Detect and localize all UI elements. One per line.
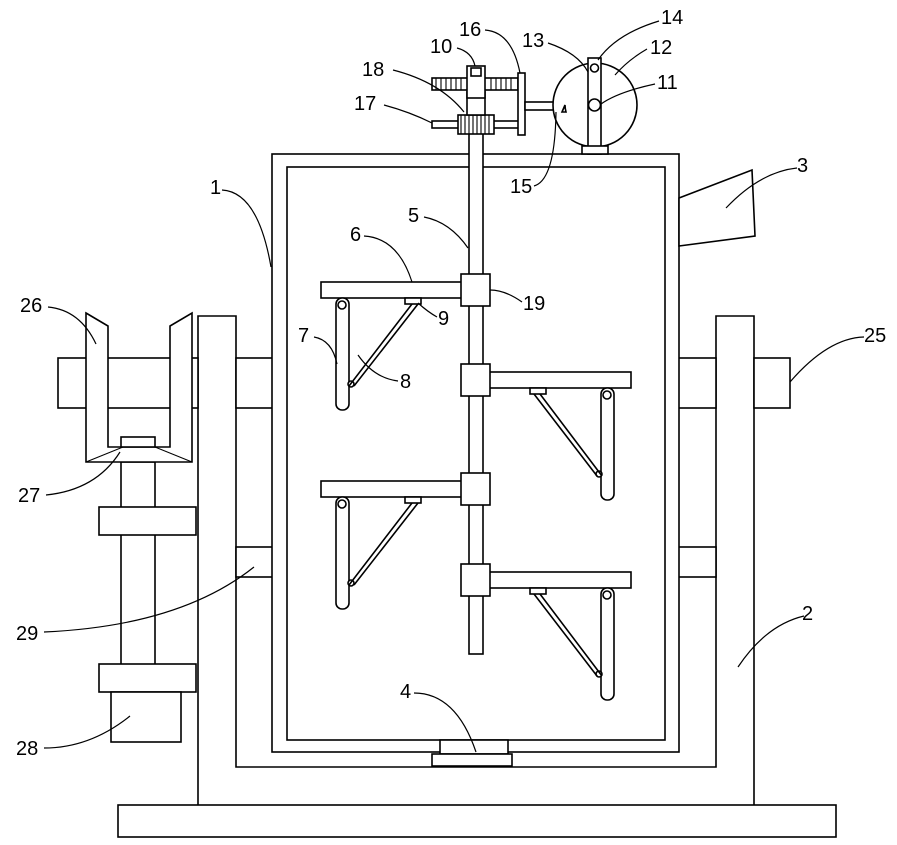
crank-base	[582, 146, 608, 154]
label-25: 25	[864, 325, 886, 347]
label-10: 10	[430, 36, 452, 58]
label-14: 14	[661, 7, 683, 29]
label-6: 6	[350, 224, 361, 246]
arm-bar	[321, 282, 463, 298]
motor-clamp-upper	[99, 507, 196, 535]
leader-10	[457, 48, 475, 66]
label-11: 11	[657, 72, 678, 94]
shaft-sleeve	[461, 564, 490, 596]
pivot-top	[338, 500, 346, 508]
motor-body	[111, 692, 181, 742]
label-13: 13	[522, 30, 544, 52]
crank-pin-13	[591, 64, 599, 72]
label-8: 8	[400, 371, 411, 393]
label-4: 4	[400, 681, 411, 703]
shaft-sleeve	[461, 473, 490, 505]
scraper-blade-7	[336, 298, 349, 410]
shaft-sleeve	[461, 364, 490, 396]
right-shaft-inner	[678, 358, 716, 408]
label-29: 29	[16, 623, 38, 645]
hinge-block	[405, 497, 421, 503]
label-2: 2	[802, 603, 813, 625]
leader-18	[393, 70, 464, 112]
right-lower-block	[678, 547, 716, 577]
right-rotary-shaft	[754, 358, 790, 408]
bracket-16	[518, 73, 525, 135]
leader-16	[485, 30, 520, 73]
pivot-top	[603, 391, 611, 399]
label-5: 5	[408, 205, 419, 227]
base-plate	[118, 805, 836, 837]
left-shaft-inner	[236, 358, 274, 408]
label-3: 3	[797, 155, 808, 177]
label-7: 7	[298, 325, 309, 347]
left-lower-block	[236, 547, 274, 577]
scraper-blade	[601, 388, 614, 500]
crank-center-11	[589, 99, 601, 111]
arm-bar	[489, 572, 631, 588]
gear-hub-cap	[471, 68, 481, 76]
label-12: 12	[650, 37, 672, 59]
leader-1	[222, 190, 271, 267]
hinge-block	[530, 388, 546, 394]
leader-17	[384, 105, 432, 123]
label-18: 18	[362, 59, 384, 81]
label-17: 17	[354, 93, 376, 115]
pivot-top	[338, 301, 346, 309]
hopper-outlet-27	[121, 437, 155, 447]
leader-2	[738, 616, 804, 667]
arm-bar	[321, 481, 463, 497]
label-27: 27	[18, 485, 40, 507]
label-16: 16	[459, 19, 481, 41]
leader-29	[44, 567, 254, 632]
scraper-blade	[601, 588, 614, 700]
feed-inlet	[679, 170, 755, 246]
motor-clamp-lower	[99, 664, 196, 692]
label-19: 19	[523, 293, 545, 315]
label-15: 15	[510, 176, 532, 198]
label-1: 1	[210, 177, 221, 199]
pivot-top	[603, 591, 611, 599]
label-26: 26	[20, 295, 42, 317]
discharge-valve-bottom	[432, 754, 512, 766]
shaft-sleeve-19	[461, 274, 490, 306]
label-28: 28	[16, 738, 38, 760]
label-9: 9	[438, 308, 449, 330]
arm-bar	[489, 372, 631, 388]
hinge-block	[530, 588, 546, 594]
scraper-blade	[336, 497, 349, 609]
leader-25	[790, 337, 864, 382]
